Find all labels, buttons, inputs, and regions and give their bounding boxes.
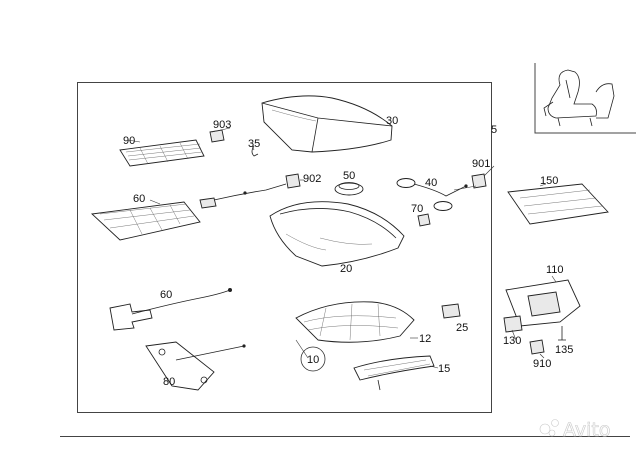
part-901-connector <box>471 173 487 189</box>
seat-thumbnail <box>534 63 636 134</box>
watermark-text: Avito <box>563 419 610 441</box>
callout-25: 25 <box>456 322 468 334</box>
main-frame <box>77 82 492 413</box>
part-90-sensor-mat <box>119 139 205 167</box>
part-50-pad <box>334 182 364 196</box>
callout-15: 15 <box>438 363 450 375</box>
callout-903: 903 <box>213 119 231 131</box>
leader-lines <box>127 127 557 369</box>
part-110-motor <box>505 279 581 327</box>
callout-150: 150 <box>540 175 558 187</box>
part-60-weight-mat <box>90 183 287 241</box>
callout-12: 12 <box>419 333 431 345</box>
callout-50: 50 <box>343 170 355 182</box>
callout-90: 90 <box>123 135 135 147</box>
part-135-pin <box>558 326 566 341</box>
callout-10-circle <box>300 346 326 372</box>
callout-901: 901 <box>472 158 490 170</box>
part-25-clip <box>441 303 461 319</box>
part-35-clip <box>251 145 259 157</box>
part-150-board <box>507 183 609 225</box>
callout-60-lower: 60 <box>160 289 172 301</box>
part-30-cushion-cover <box>261 95 393 153</box>
callout-30: 30 <box>386 115 398 127</box>
part-20-foam <box>269 201 405 267</box>
part-15-strip <box>353 355 435 391</box>
part-130-plug <box>503 315 523 333</box>
callout-10: 10 <box>307 354 319 366</box>
callout-20: 20 <box>340 263 352 275</box>
callout-902: 902 <box>303 173 321 185</box>
avito-watermark: Avito <box>539 419 611 441</box>
callout-135: 135 <box>555 344 573 356</box>
part-80-bracket <box>145 341 246 391</box>
callout-110: 110 <box>546 264 564 276</box>
callout-40: 40 <box>425 177 437 189</box>
callout-60-upper: 60 <box>133 193 145 205</box>
callout-labels: 5 30 903 35 90 902 50 40 901 150 60 70 2… <box>123 115 573 388</box>
part-40-cable <box>396 178 468 211</box>
part-60-harness <box>109 288 232 331</box>
part-902-connector <box>285 173 301 189</box>
part-910-connector <box>529 339 545 355</box>
part-70-switch <box>417 213 431 227</box>
callout-130: 130 <box>503 335 521 347</box>
callout-35: 35 <box>248 138 260 150</box>
main-part-label: 5 <box>491 124 497 136</box>
callout-70: 70 <box>411 203 423 215</box>
part-12-seat-pan <box>295 301 415 343</box>
callout-80: 80 <box>163 376 175 388</box>
callout-910: 910 <box>533 358 551 370</box>
